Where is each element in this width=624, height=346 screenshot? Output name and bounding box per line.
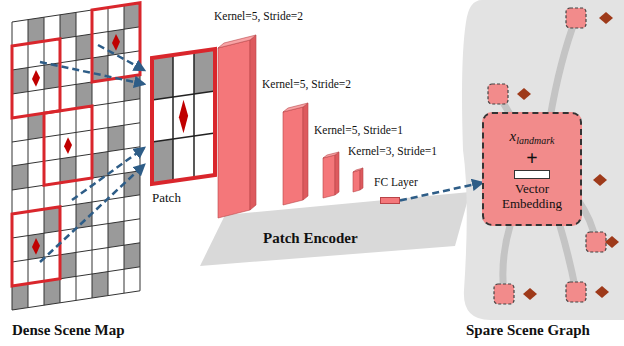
graph-node [494,284,514,304]
graph-node [586,232,606,252]
conv-block-front [283,107,303,205]
band-node: Patch EncoderFC Layer [195,190,475,270]
conv-block-side [335,152,339,195]
grid-line [12,123,140,142]
fc-layer-bar [380,197,400,204]
plus-sign: + [526,147,537,169]
occupied-cell [28,113,44,139]
occupied-cell [28,17,44,43]
occupied-cell [152,139,173,184]
occupied-cell [28,233,44,259]
grid-line [12,147,140,166]
landmark-diamond [112,33,120,51]
grid-line [193,52,195,178]
graph-node [566,8,586,28]
patch-map [152,49,215,184]
conv-block-top [218,35,256,48]
occupied-cell [76,82,92,108]
layer-label: Kernel=3, Stride=1 [348,145,437,157]
variable-name: x [509,128,516,144]
embedding-label: Vector Embedding [494,182,570,212]
conv-block-top [283,103,308,112]
layer-label: Kernel=5, Stride=2 [214,10,303,22]
landmark-diamond [32,237,40,255]
occupied-cell [44,279,60,305]
occupied-cell [92,56,108,82]
patch-arrow [40,62,144,84]
grid-line [172,55,174,181]
occupied-cell [76,34,92,60]
conv-block-top [353,168,363,172]
occupied-cell [60,12,76,38]
occupied-cell [12,164,28,190]
encoder-title: Patch Encoder [263,230,358,247]
landmark-diamond [605,236,619,248]
landmark-diamond [32,69,40,87]
scene-map [12,3,140,310]
occupied-cell [92,272,108,298]
patch-arrow [98,45,144,70]
occupied-cell [12,284,28,310]
occupied-cell [194,49,215,94]
conv-block-side [303,103,308,200]
conv-block-front [353,170,360,192]
layer-label: Kernel=5, Stride=1 [314,124,403,136]
landmark-diamond [599,12,613,24]
map-title: Dense Scene Map [12,322,125,339]
grid-line [12,51,140,70]
occupied-cell [152,55,173,100]
occupied-cell [108,221,124,247]
variable-subscript: landmark [516,135,554,146]
landmark-diamond [64,137,72,155]
grid-line [152,133,215,142]
conv-block-front [323,155,335,198]
panel-node: Spare Scene Graph xlandmark+ Vector Embedd… [460,0,624,346]
patch-outline [12,207,60,286]
conv-block-side [360,168,363,190]
landmark-var: xlandmark [509,126,554,147]
patch-outline [12,39,60,118]
occupied-cell [124,75,140,101]
patch-arrows [40,45,144,262]
landmark-diamond [595,286,609,298]
conv-block-top [323,152,339,158]
occupied-cell [12,68,28,94]
occupied-cell [124,3,140,29]
occupied-cell [108,125,124,151]
patch-label: Patch [152,190,181,206]
landmark-diamond [517,88,531,100]
occupied-cell [60,156,76,182]
occupied-cell [60,252,76,278]
graph-node [488,84,508,104]
layer-label: Kernel=5, Stride=2 [262,78,351,90]
grid-line [12,291,140,310]
patch-outline [92,3,140,82]
patch-outline [152,49,215,184]
grid-line [12,243,140,262]
patch-arrow [72,148,144,200]
patch-outline [44,106,92,185]
grid-line [152,91,215,100]
occupied-cell [44,207,60,233]
landmark-diamond [593,174,607,186]
fc-node: FC Layer [374,176,424,206]
occupied-cell [124,243,140,269]
panel-shape [462,0,624,320]
graph-node [566,282,586,302]
patch-arrow [40,165,144,262]
graph-title: Spare Scene Graph [466,322,590,339]
landmark-diamond [523,288,537,300]
landmark-diamond [179,99,188,134]
conv-block-front [218,40,250,218]
conv-block-side [250,35,256,210]
occupied-cell [44,63,60,89]
landmark-node: xlandmark+ Vector Embedding [482,112,582,226]
conv-blocks [218,35,363,218]
graph-link [550,18,576,118]
embedding-vector [514,170,550,179]
occupied-cell [92,152,108,178]
layer-label: FC Layer [374,176,418,188]
